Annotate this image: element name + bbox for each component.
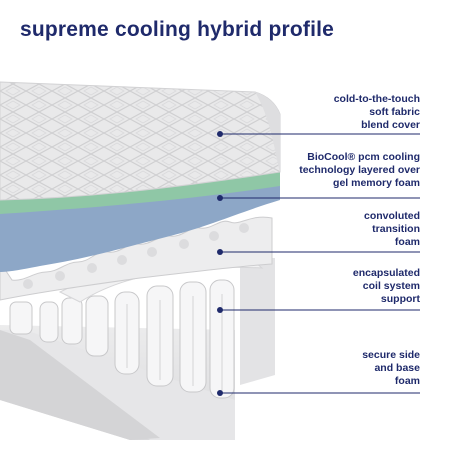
callout-line: soft fabric [369,106,420,118]
coil-system [9,279,235,399]
callout-line: secure side [362,349,420,361]
callout-line: gel memory foam [333,177,420,189]
callout-convoluted: convoluted transition foam [270,210,420,249]
page-title: supreme cooling hybrid profile [20,18,335,41]
base-foam [0,258,275,440]
callout-cover: cold-to-the-touch soft fabric blend cove… [270,93,420,132]
callout-line: foam [394,236,420,248]
callout-line: support [380,293,420,305]
gel-memory-foam [0,184,280,272]
callout-line: convoluted [363,210,420,222]
callout-line: BioCool® pcm cooling [307,151,420,163]
callout-line: cold-to-the-touch [333,93,420,105]
callout-line: technology layered over [299,164,420,176]
callout-base: secure side and base foam [270,349,420,388]
callout-coils: encapsulated coil system support [270,267,420,306]
callout-biocool: BioCool® pcm cooling technology layered … [270,151,420,190]
callout-dots [217,131,223,396]
callout-line: foam [394,375,420,387]
foam-bumps [23,223,249,289]
callout-line: and base [374,362,420,374]
callout-line: transition [372,223,420,235]
callout-line: encapsulated [352,267,420,279]
callout-line: coil system [362,280,420,292]
callout-line: blend cover [361,119,420,131]
convoluted-foam [0,216,273,301]
callout-lines [220,133,420,394]
